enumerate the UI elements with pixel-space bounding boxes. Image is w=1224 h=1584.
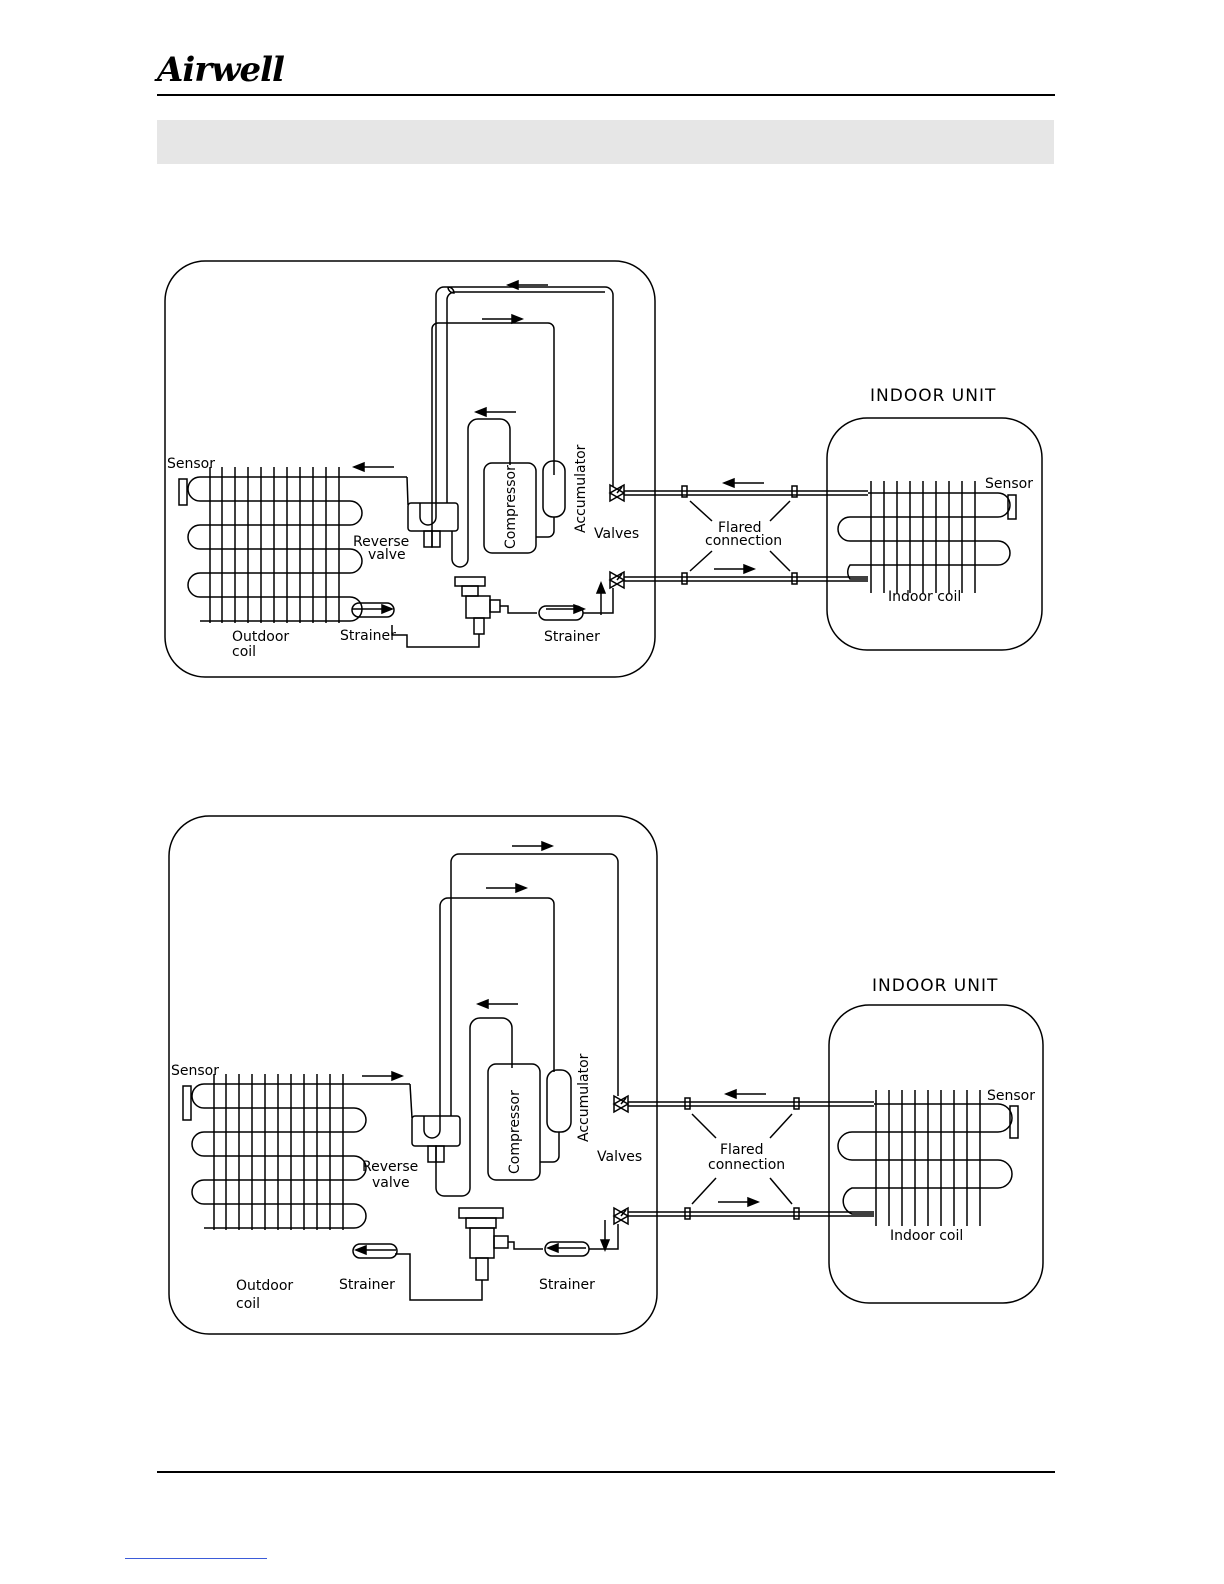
indoor-sensor-label: Sensor [987,1088,1035,1104]
strainer-left-label: Strainer [339,1277,395,1293]
outdoor-sensor-label: Sensor [167,456,215,472]
flared-label: Flared [720,1142,763,1158]
expansion-valve [459,1208,503,1218]
outdoor-coil-fins [210,467,339,623]
strainer-right-label: Strainer [539,1277,595,1293]
indoor-sensor-label: Sensor [985,476,1033,492]
footer-link-underline[interactable] [125,1558,267,1559]
indoor-coil-tube [838,493,1010,579]
indoor-coil-fins [876,1090,980,1226]
connection-label: connection [705,533,782,549]
outdoor-sensor [183,1086,191,1120]
coil-label: coil [236,1296,260,1312]
brand-logo: Airwell [157,50,284,90]
accumulator [547,1070,571,1132]
footer-rule [157,1471,1055,1473]
valve-label: valve [372,1175,410,1191]
strainer-left-label: Strainer [340,628,396,644]
outdoor-label: Outdoor [232,629,289,645]
indoor-coil-label: Indoor coil [890,1228,963,1244]
refrigerant-diagram-heating: INDOOR UNIT Sensor Sensor Reverse valve … [0,812,1224,1342]
reverse-label: Reverse [362,1159,418,1175]
strainer-right-label: Strainer [544,629,600,645]
indoor-unit-frame [827,418,1042,650]
outdoor-sensor [179,479,187,505]
valve-label: valve [368,547,406,563]
expansion-valve [455,577,485,586]
valves-label: Valves [597,1149,642,1165]
compressor-label: Compressor [507,1090,523,1174]
outdoor-label: Outdoor [236,1278,293,1294]
coil-label: coil [232,644,256,660]
indoor-unit-title: INDOOR UNIT [872,976,998,996]
indoor-coil-tube [838,1104,1012,1214]
reverse-valve [412,1116,460,1146]
accumulator-label: Accumulator [576,1053,592,1142]
outdoor-coil-fins [214,1074,343,1230]
indoor-unit-frame [829,1005,1043,1303]
accumulator-label: Accumulator [573,444,589,533]
connection-label: connection [708,1157,785,1173]
indoor-coil-label: Indoor coil [888,589,961,605]
valves-label: Valves [594,526,639,542]
refrigerant-diagram-cooling: INDOOR UNIT Sensor Sensor Reverse valve … [0,255,1224,685]
indoor-coil-fins [871,481,975,593]
outdoor-sensor-label: Sensor [171,1063,219,1079]
section-band [157,120,1054,164]
compressor-label: Compressor [503,465,519,549]
outdoor-coil-tube [192,1084,410,1228]
indoor-unit-title: INDOOR UNIT [870,386,996,406]
header-rule [157,94,1055,96]
reverse-valve [408,503,458,531]
